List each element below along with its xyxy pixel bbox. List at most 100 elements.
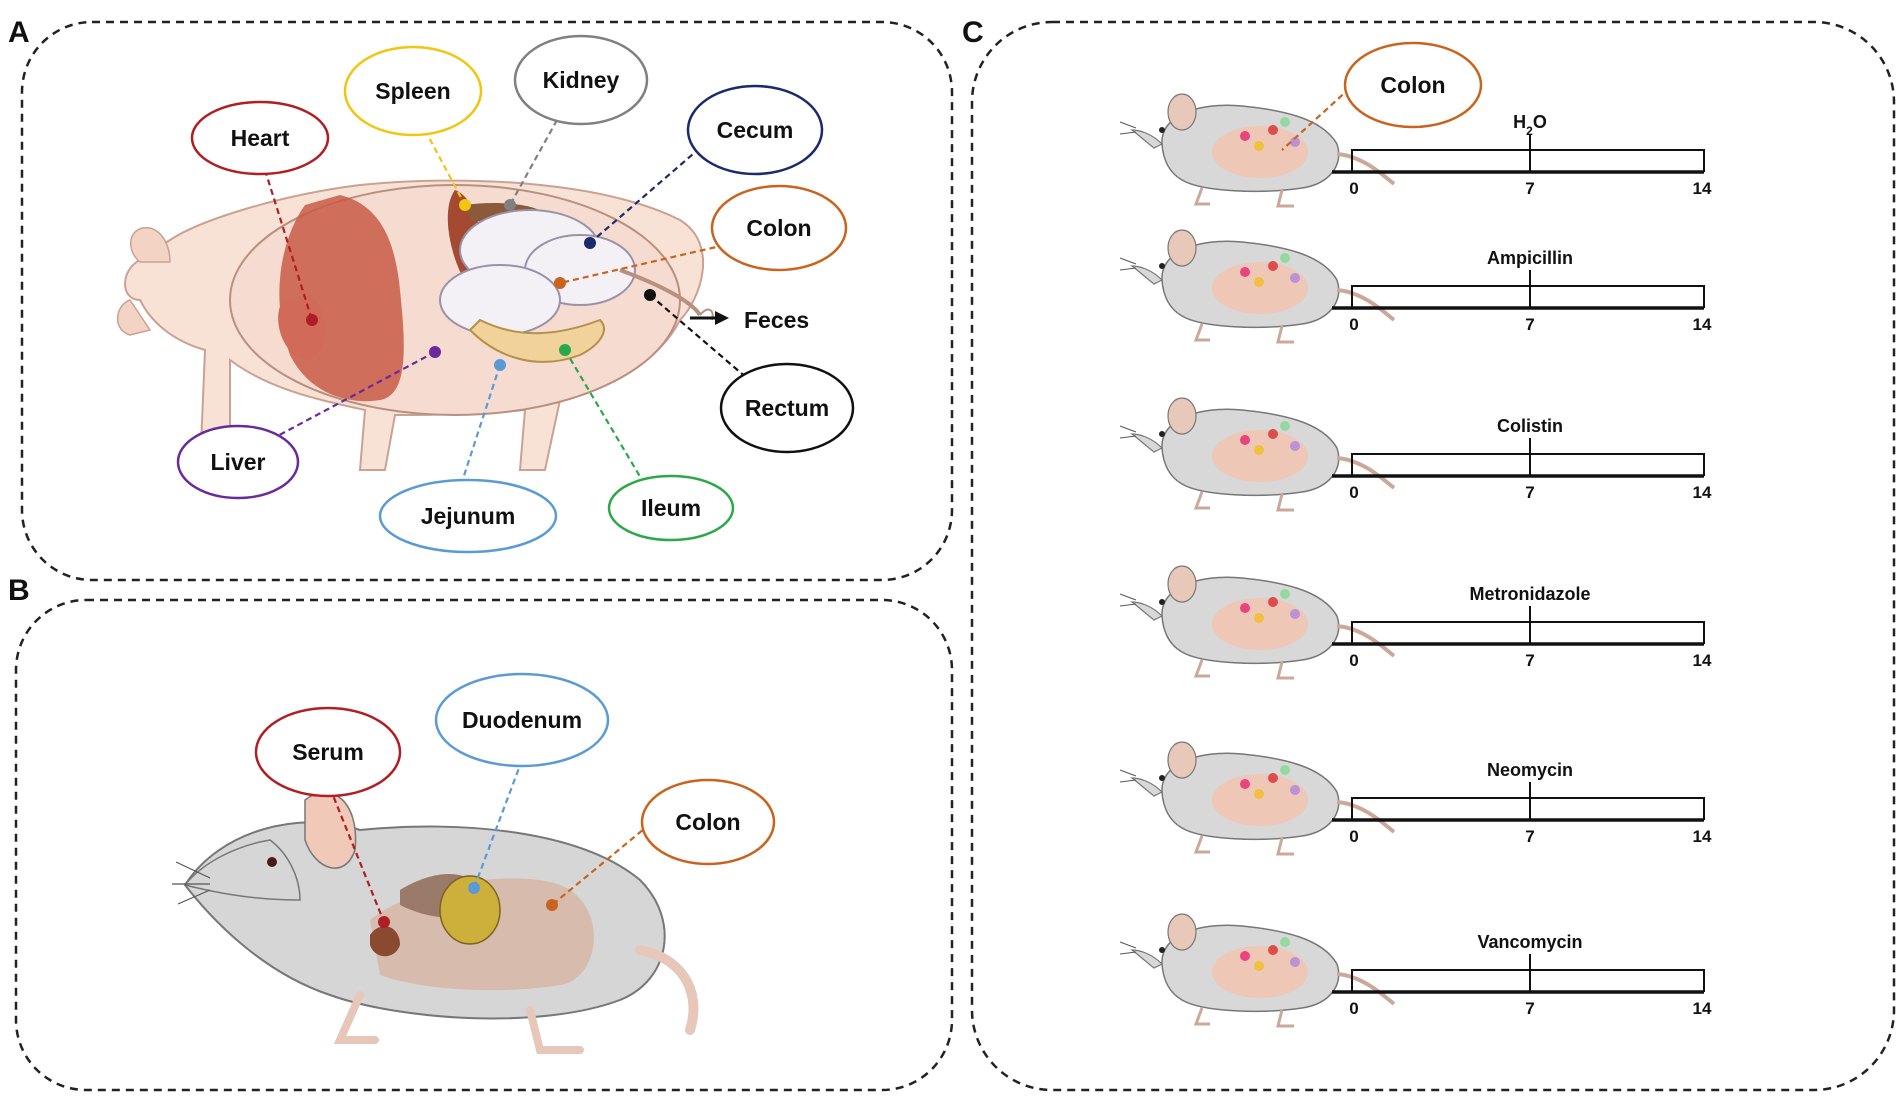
- liver-leader-line: [269, 351, 436, 441]
- timeline-bracket: [1351, 453, 1705, 476]
- treatment-title: H2O: [1513, 112, 1547, 138]
- rectum-dot: [644, 289, 656, 301]
- svg-text:Serum: Serum: [292, 739, 364, 765]
- organ-label-ileum: Ileum: [607, 474, 735, 542]
- timeline-tick-label: 7: [1525, 483, 1534, 502]
- svg-text:Spleen: Spleen: [375, 78, 450, 104]
- organ-label-rectum: Rectum: [719, 362, 855, 454]
- svg-text:Jejunum: Jejunum: [421, 503, 516, 529]
- timeline-tick-label: 14: [1693, 651, 1712, 670]
- panel-b-letter: B: [8, 574, 30, 607]
- spleen-dot: [459, 199, 471, 211]
- jejunum-dot: [494, 359, 506, 371]
- organ-label-spleen: Spleen: [343, 45, 483, 137]
- timeline-tick-label: 0: [1349, 179, 1358, 198]
- timeline-tick-label: 14: [1693, 179, 1712, 198]
- organ-label-kidney: Kidney: [513, 34, 649, 126]
- svg-text:Colon: Colon: [675, 809, 740, 835]
- treatment-title: Colistin: [1497, 416, 1563, 436]
- gut-bacteria-icon: [1240, 253, 1300, 287]
- kidney-leader-line: [509, 119, 558, 206]
- organ-label-liver: Liver: [176, 424, 300, 500]
- cecum-dot: [584, 237, 596, 249]
- treatment-row: Ampicillin 0 7 14: [1118, 228, 1712, 344]
- timeline-tick-label: 7: [1525, 179, 1534, 198]
- timeline-bracket: [1351, 797, 1705, 820]
- spleen-leader-line: [424, 129, 466, 206]
- panel-c-letter: C: [962, 16, 984, 49]
- ileum-dot: [559, 344, 571, 356]
- timeline-tick-label: 0: [1349, 315, 1358, 334]
- svg-text:Duodenum: Duodenum: [462, 707, 582, 733]
- duodenum-leader-line: [472, 759, 524, 889]
- feces-label: Feces: [744, 307, 809, 333]
- timeline-bracket: [1351, 621, 1705, 644]
- svg-text:Colon: Colon: [1380, 72, 1445, 98]
- duodenum-dot: [468, 882, 480, 894]
- serum-leader-line: [328, 787, 386, 923]
- colon-leader-line: [559, 243, 726, 285]
- treatment-row: Colistin 0 7 14: [1118, 396, 1712, 512]
- rectum-leader-line: [649, 294, 756, 386]
- kidney-dot: [504, 199, 516, 211]
- organ-label-cecum: Cecum: [686, 84, 824, 176]
- svg-text:Ileum: Ileum: [641, 495, 701, 521]
- timeline-tick-label: 7: [1525, 651, 1534, 670]
- timeline-tick-label: 7: [1525, 315, 1534, 334]
- pig-illustration: [116, 179, 729, 471]
- treatment-row: Vancomycin 0 7 14: [1118, 912, 1712, 1028]
- colon-b-leader-line: [551, 823, 651, 906]
- timeline-tick-label: 14: [1693, 999, 1712, 1018]
- organ-label-serum: Serum: [254, 706, 402, 798]
- treatment-title: Ampicillin: [1487, 248, 1573, 268]
- jejunum-leader-line: [458, 364, 502, 489]
- timeline-bracket: [1351, 149, 1705, 172]
- timeline-tick-label: 0: [1349, 999, 1358, 1018]
- timeline-tick-label: 0: [1349, 483, 1358, 502]
- serum-dot: [378, 916, 390, 928]
- svg-text:Colon: Colon: [746, 215, 811, 241]
- timeline-bracket: [1351, 285, 1705, 308]
- organ-label-duodenum: Duodenum: [434, 672, 610, 768]
- organ-label-colon-a: Colon: [710, 184, 848, 272]
- panel-b-border: [14, 598, 954, 1092]
- organ-label-heart: Heart: [190, 100, 330, 176]
- liver-dot: [429, 346, 441, 358]
- svg-text:Heart: Heart: [231, 125, 290, 151]
- timeline-tick-label: 14: [1693, 483, 1712, 502]
- organ-label-colon-c: Colon: [1343, 41, 1483, 129]
- gut-bacteria-icon: [1240, 421, 1300, 455]
- gut-bacteria-icon: [1240, 765, 1300, 799]
- organ-label-jejunum: Jejunum: [378, 478, 558, 554]
- gut-bacteria-icon: [1240, 589, 1300, 623]
- timeline-tick-label: 7: [1525, 827, 1534, 846]
- timeline-tick-label: 14: [1693, 315, 1712, 334]
- timeline-tick-label: 14: [1693, 827, 1712, 846]
- panel-a-letter: A: [8, 16, 30, 49]
- treatment-title: Metronidazole: [1469, 584, 1590, 604]
- timeline-bracket: [1351, 969, 1705, 992]
- colon-dot: [554, 277, 566, 289]
- treatment-title: Neomycin: [1487, 760, 1573, 780]
- treatment-row: H2O 0 7 14: [1118, 92, 1712, 208]
- treatment-title: Vancomycin: [1477, 932, 1582, 952]
- timeline-tick-label: 7: [1525, 999, 1534, 1018]
- svg-text:Liver: Liver: [211, 449, 266, 475]
- ileum-leader-line: [564, 349, 646, 486]
- cecum-leader-line: [589, 147, 701, 244]
- timeline-tick-label: 0: [1349, 651, 1358, 670]
- mouse-illustration: [172, 791, 699, 1054]
- svg-text:Rectum: Rectum: [745, 395, 829, 421]
- heart-leader-line: [263, 169, 314, 321]
- panel-c-border: [970, 20, 1896, 1092]
- svg-text:Cecum: Cecum: [717, 117, 794, 143]
- svg-text:Kidney: Kidney: [543, 67, 620, 93]
- treatment-row: Neomycin 0 7 14: [1118, 740, 1712, 856]
- panel-a-border: [20, 20, 954, 582]
- colon-b-dot: [546, 899, 558, 911]
- treatment-row: Metronidazole 0 7 14: [1118, 564, 1712, 680]
- timeline-tick-label: 0: [1349, 827, 1358, 846]
- gut-bacteria-icon: [1240, 937, 1300, 971]
